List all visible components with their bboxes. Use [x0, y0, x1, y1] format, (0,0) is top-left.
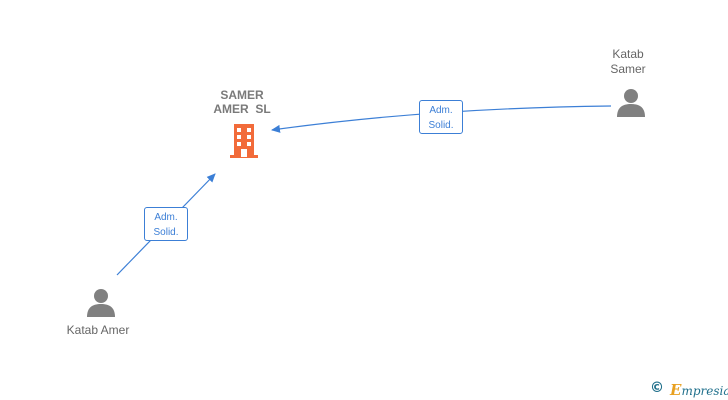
person-katab-amer-label[interactable]: Katab Amer: [66, 323, 130, 337]
person-katab-samer-label[interactable]: Katab Samer: [598, 47, 658, 77]
company-name-line2: AMER SL: [213, 102, 271, 116]
person-icon[interactable]: [86, 288, 116, 318]
copyright-icon: ©: [650, 380, 664, 396]
edge-label-line2: Solid.: [428, 120, 454, 131]
brand-initial: E: [670, 381, 682, 399]
copyright-brand: © Empresia: [650, 380, 728, 399]
person-icon[interactable]: [616, 88, 646, 118]
building-icon[interactable]: [228, 124, 260, 158]
edge-label-line1: Adm.: [429, 105, 453, 116]
edge-label-katab-samer[interactable]: Adm. Solid.: [419, 100, 463, 134]
company-name[interactable]: SAMER AMER SL: [196, 88, 288, 116]
company-name-line1: SAMER: [220, 88, 264, 102]
brand-logo: Empresia: [670, 381, 728, 399]
person-katab-samer-line2: Samer: [610, 62, 646, 76]
person-katab-samer-line1: Katab: [612, 47, 644, 61]
edge-label-line1: Adm.: [154, 212, 178, 223]
edge-label-katab-amer[interactable]: Adm. Solid.: [144, 207, 188, 241]
brand-rest: mpresia: [681, 384, 728, 398]
edge-label-line2: Solid.: [153, 227, 179, 238]
